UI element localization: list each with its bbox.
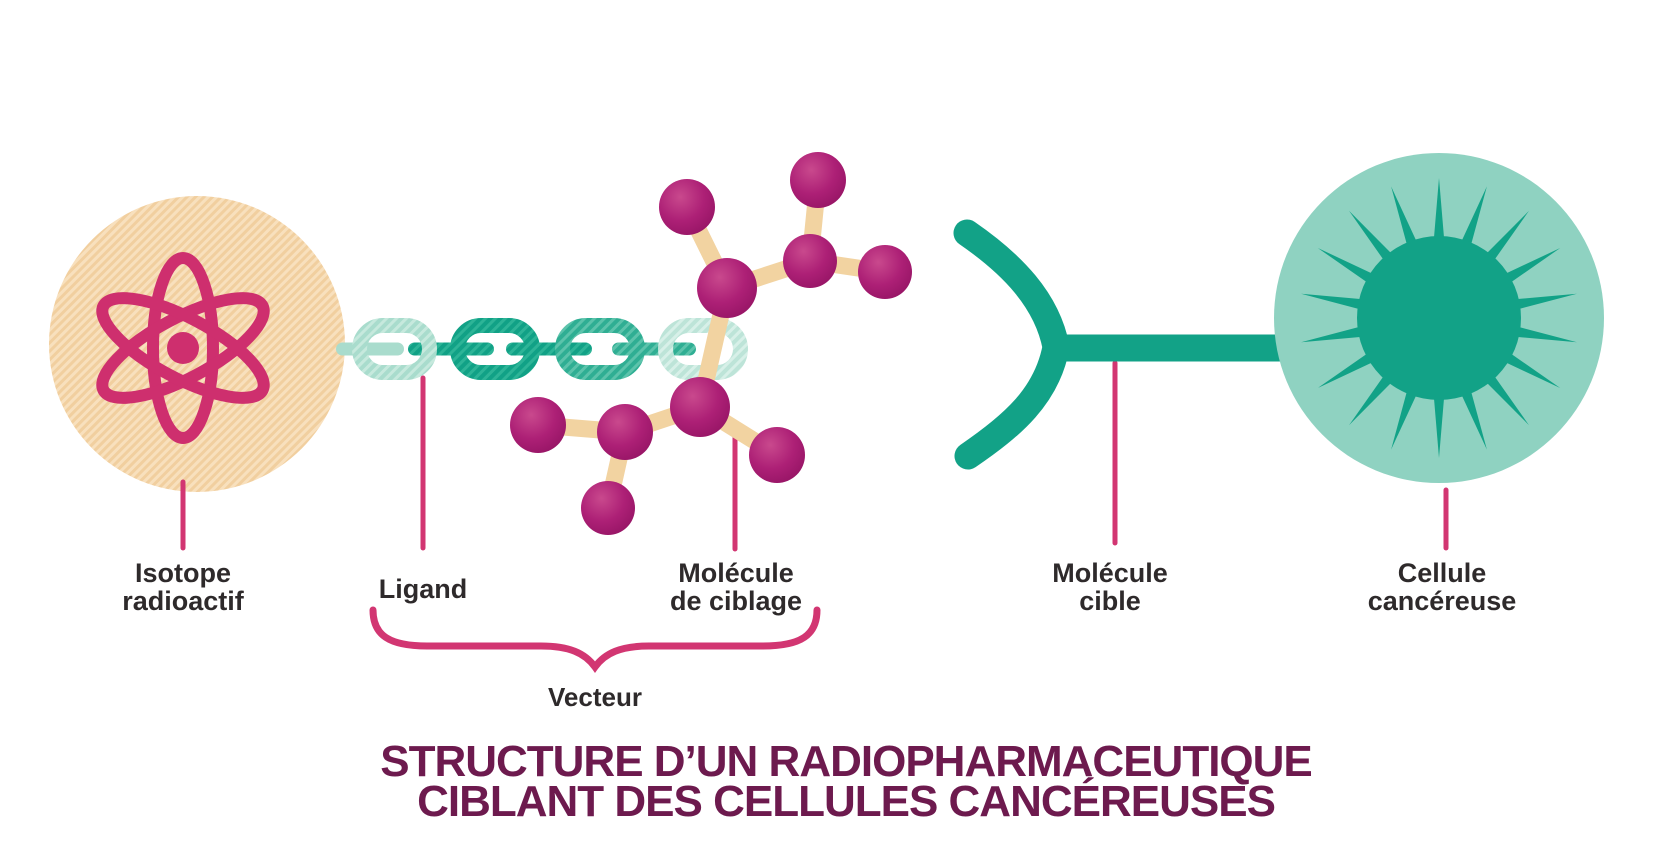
label-cellule-cancereuse: Cellule cancéreuse [1368,559,1517,615]
label-isotope: Isotope radioactif [122,559,244,615]
diagram-title: STRUCTURE D’UN RADIOPHARMACEUTIQUE CIBLA… [380,737,1313,826]
label-vecteur: Vecteur [548,683,642,711]
molecule-atoms [510,152,912,535]
chain-link-2 [450,318,540,380]
chain-link-1 [352,318,437,380]
label-cellule-line2: cancéreuse [1367,586,1517,616]
ligand-chain-figure [336,318,748,380]
atom-icon [96,252,270,444]
molecule-cible-figure [953,219,1287,470]
molecule-ciblage-figure [510,152,912,535]
label-cellule-line1: Cellule [1397,558,1487,588]
molecule-sticks [529,171,894,517]
receptor-arms [953,219,1070,470]
receptor-stem [1052,334,1287,362]
label-molecule-cible: Molécule cible [1052,559,1168,615]
label-vecteur-line1: Vecteur [548,682,642,712]
label-molecule-ciblage: Molécule de ciblage [670,559,802,615]
label-ligand: Ligand [379,575,468,603]
chain-link-3 [555,318,645,380]
label-ligand-line1: Ligand [378,574,468,604]
label-isotope-line2: radioactif [122,586,244,616]
callout-lines [180,360,1449,552]
diagram-title-line1: STRUCTURE D’UN RADIOPHARMACEUTIQUE [380,737,1313,786]
cell-nucleus-star [1301,178,1577,458]
cellule-cancereuse-figure [1274,153,1604,483]
label-isotope-line1: Isotope [134,558,231,588]
vecteur-brace [369,606,821,674]
diagram-title-line2: CIBLANT DES CELLULES CANCÉREUSES [417,777,1276,826]
label-molecule-ciblage-line2: de ciblage [669,586,803,616]
label-molecule-cible-line1: Molécule [1052,558,1168,588]
isotope-radioactif-figure [49,196,345,492]
label-molecule-cible-line2: cible [1079,586,1141,616]
label-molecule-ciblage-line1: Molécule [678,558,794,588]
